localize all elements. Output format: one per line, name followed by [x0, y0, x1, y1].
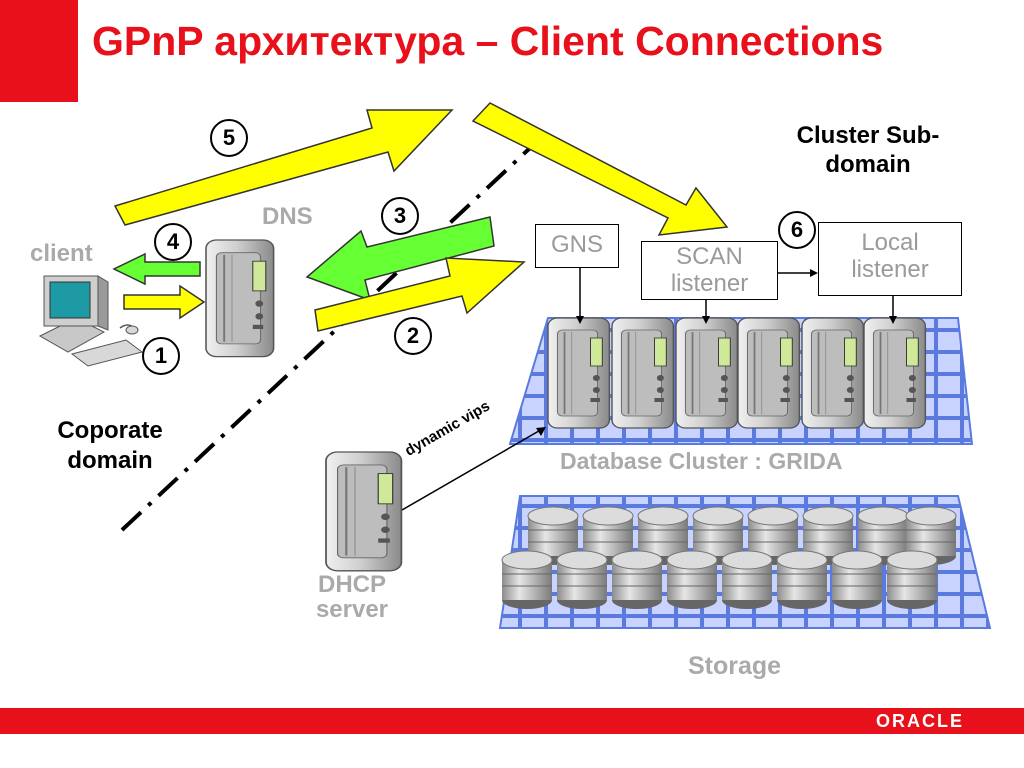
- corporate-domain-line1: Coporate: [57, 417, 163, 444]
- dhcp-label-line1: DHCP: [317, 571, 386, 598]
- cluster-subdomain-line2: domain: [825, 151, 911, 178]
- storage-label: Storage: [688, 652, 782, 680]
- client-computer-icon: [38, 275, 144, 367]
- arrow-1: [123, 284, 206, 320]
- dhcp-server-icon: [324, 450, 403, 572]
- page-title: GPnP архитектура – Client Connections: [92, 18, 884, 64]
- header-red-block: [0, 0, 78, 102]
- scan-label-line2: listener: [670, 270, 749, 297]
- dynamic-vips-arrow: [401, 427, 545, 511]
- local-listener-box: Local listener: [818, 222, 962, 296]
- arrow-2: [314, 257, 526, 332]
- dns-server-icon: [205, 239, 275, 358]
- cluster-servers: [547, 317, 927, 429]
- step-2-badge: 2: [394, 317, 432, 355]
- step-1-badge: 1: [142, 337, 180, 375]
- cluster-subdomain-label: Cluster Sub- domain: [776, 121, 960, 179]
- footer-bar: [0, 708, 1024, 734]
- dhcp-label-line2: server: [315, 596, 389, 623]
- local-label-line2: listener: [851, 256, 929, 283]
- scan-listener-box: SCAN listener: [641, 241, 778, 300]
- domain-boundary-line: [120, 146, 532, 532]
- oracle-logo: ORACLE: [876, 711, 964, 731]
- arrow-5: [113, 109, 454, 226]
- gns-label: GNS: [550, 231, 603, 258]
- client-label: client: [30, 240, 93, 267]
- cluster-subdomain-line1: Cluster Sub-: [796, 122, 940, 149]
- gns-box: GNS: [535, 224, 619, 268]
- dns-label: DNS: [262, 203, 313, 230]
- scan-label-line1: SCAN: [676, 243, 743, 270]
- arrow-to-scan: [471, 102, 729, 236]
- step-3-badge: 3: [381, 197, 419, 235]
- step-4-badge: 4: [154, 223, 192, 261]
- dhcp-server-label: DHCP server: [300, 572, 404, 622]
- step-5-badge: 5: [210, 119, 248, 157]
- local-label-line1: Local: [861, 229, 919, 256]
- arrow-3: [305, 216, 495, 302]
- step-6-badge: 6: [778, 211, 816, 249]
- database-cluster-label: Database Cluster : GRIDA: [560, 448, 843, 474]
- corporate-domain-label: Coporate domain: [40, 416, 180, 476]
- corporate-domain-line2: domain: [67, 447, 153, 474]
- arrow-4: [112, 252, 201, 286]
- storage-disks: [501, 506, 957, 610]
